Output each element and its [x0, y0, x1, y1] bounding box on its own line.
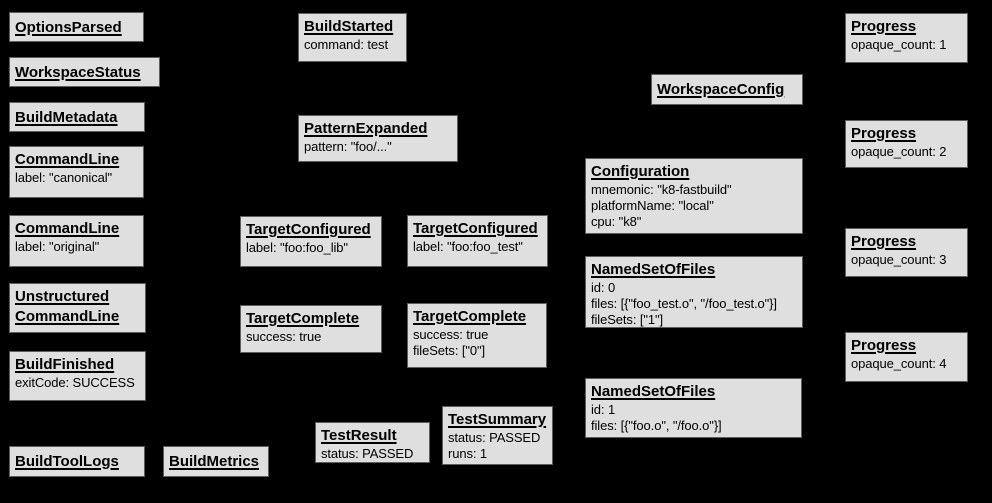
node-title: BuildMetadata	[15, 108, 118, 126]
node-workspace-config: WorkspaceConfig	[651, 74, 803, 105]
node-attr: platformName: "local"	[591, 198, 714, 213]
node-target-configured-foo-test: TargetConfigured label: "foo:foo_test"	[407, 215, 548, 267]
node-build-metadata: BuildMetadata	[9, 102, 145, 132]
node-title: TargetConfigured	[246, 221, 371, 238]
node-title: Progress	[851, 18, 917, 35]
node-progress-1: Progress opaque_count: 1	[845, 13, 968, 63]
node-attr: label: "foo:foo_lib"	[246, 240, 348, 255]
node-unstructured-command-line: Unstructured CommandLine	[9, 283, 146, 333]
node-title: BuildToolLogs	[15, 453, 119, 470]
node-title-line2: CommandLine	[15, 308, 120, 325]
node-title: BuildFinished	[15, 356, 115, 373]
node-build-started: BuildStarted command: test	[298, 13, 407, 62]
node-test-result: TestResult status: PASSED	[315, 422, 430, 463]
node-attr: success: true	[246, 329, 322, 344]
node-attr: mnemonic: "k8-fastbuild"	[591, 182, 732, 197]
node-attr: opaque_count: 4	[851, 356, 947, 371]
node-title: WorkspaceStatus	[15, 63, 141, 81]
node-attr: files: [{"foo.o", "/foo.o"}]	[591, 418, 722, 433]
node-pattern-expanded: PatternExpanded pattern: "foo/..."	[298, 115, 458, 162]
node-title: TestSummary	[448, 411, 547, 428]
node-attr: status: PASSED	[321, 446, 414, 461]
node-title: Progress	[851, 337, 917, 354]
node-target-complete-foo-lib: TargetComplete success: true	[240, 305, 382, 353]
node-attr: id: 0	[591, 280, 616, 295]
node-attr: opaque_count: 1	[851, 37, 947, 52]
node-build-metrics: BuildMetrics	[163, 446, 269, 477]
node-workspace-status: WorkspaceStatus	[9, 57, 160, 87]
node-command-line-original: CommandLine label: "original"	[9, 215, 144, 267]
node-title: Unstructured	[15, 288, 110, 305]
node-target-configured-foo-lib: TargetConfigured label: "foo:foo_lib"	[240, 216, 382, 267]
node-attr: opaque_count: 3	[851, 252, 947, 267]
node-attr: success: true	[413, 327, 489, 342]
node-title: TargetConfigured	[413, 220, 538, 237]
node-build-tool-logs: BuildToolLogs	[9, 446, 145, 477]
node-attr: cpu: "k8"	[591, 214, 642, 229]
node-attr: files: [{"foo_test.o", "/foo_test.o"}]	[591, 296, 777, 311]
node-test-summary: TestSummary status: PASSED runs: 1	[442, 406, 553, 465]
node-options-parsed: OptionsParsed	[9, 12, 144, 42]
node-target-complete-foo-test: TargetComplete success: true fileSets: […	[407, 303, 547, 368]
node-configuration: Configuration mnemonic: "k8-fastbuild" p…	[585, 158, 803, 234]
node-title: TargetComplete	[413, 308, 527, 325]
node-attr: status: PASSED	[448, 430, 541, 445]
node-title: WorkspaceConfig	[657, 81, 785, 98]
node-title: OptionsParsed	[15, 18, 122, 36]
node-attr: fileSets: ["0"]	[413, 343, 486, 358]
node-attr: runs: 1	[448, 446, 488, 461]
node-title: Configuration	[591, 163, 690, 180]
node-title: BuildMetrics	[169, 453, 260, 470]
node-attr: id: 1	[591, 402, 616, 417]
node-title: CommandLine	[15, 151, 120, 168]
node-attr: label: "canonical"	[15, 170, 113, 185]
node-title: BuildStarted	[304, 18, 394, 35]
node-progress-4: Progress opaque_count: 4	[845, 332, 968, 382]
node-title: PatternExpanded	[304, 120, 428, 137]
node-title: NamedSetOfFiles	[591, 261, 716, 278]
node-attr: label: "original"	[15, 239, 100, 254]
node-named-set-of-files-1: NamedSetOfFiles id: 1 files: [{"foo.o", …	[585, 378, 802, 438]
node-command-line-canonical: CommandLine label: "canonical"	[9, 146, 144, 198]
node-attr: pattern: "foo/..."	[304, 139, 392, 154]
node-attr: opaque_count: 2	[851, 144, 947, 159]
node-title: TargetComplete	[246, 310, 360, 327]
node-build-finished: BuildFinished exitCode: SUCCESS	[9, 351, 146, 401]
node-attr: label: "foo:foo_test"	[413, 239, 523, 254]
node-progress-3: Progress opaque_count: 3	[845, 228, 968, 277]
node-named-set-of-files-0: NamedSetOfFiles id: 0 files: [{"foo_test…	[585, 256, 803, 328]
node-attr: exitCode: SUCCESS	[15, 375, 135, 390]
node-title: CommandLine	[15, 220, 120, 237]
node-title: Progress	[851, 233, 917, 250]
node-attr: fileSets: ["1"]	[591, 312, 664, 327]
node-attr: command: test	[304, 37, 388, 52]
node-title: NamedSetOfFiles	[591, 383, 716, 400]
node-title: Progress	[851, 125, 917, 142]
node-progress-2: Progress opaque_count: 2	[845, 120, 968, 168]
node-title: TestResult	[321, 427, 397, 444]
